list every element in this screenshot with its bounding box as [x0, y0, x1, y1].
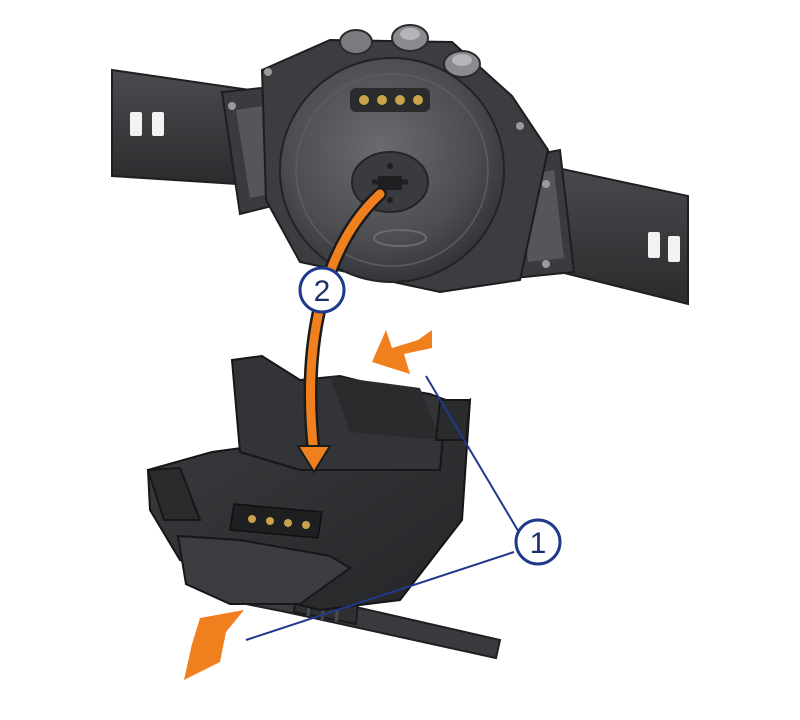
strap-hole [152, 112, 164, 136]
cradle-back-wall [230, 354, 448, 471]
callout-1: 1 [514, 518, 562, 566]
screw [228, 102, 236, 110]
cradle-charging-contacts [229, 503, 323, 539]
screw [516, 122, 524, 130]
press-arrow-top [372, 330, 432, 374]
watch-back-icon [111, 24, 689, 306]
screw [542, 180, 550, 188]
cradle-front-clamp [176, 534, 352, 605]
strap-hole [668, 236, 680, 262]
watch-charging-contacts [350, 88, 430, 112]
cradle-wall-recess [330, 376, 440, 440]
callout-leaders [245, 375, 521, 641]
screw [542, 260, 550, 268]
charging-cradle-icon [146, 354, 502, 660]
engraved-logo [373, 229, 427, 247]
screw [264, 68, 272, 76]
callout-2-label: 2 [314, 275, 331, 308]
cradle-side-tab-left [146, 466, 202, 521]
strap-hole [130, 112, 142, 136]
press-arrow-icon [184, 330, 432, 680]
callout-2: 2 [298, 266, 346, 314]
watch-buttons [339, 24, 481, 78]
strap-hole [648, 232, 660, 258]
case-back-ring [295, 73, 489, 267]
press-arrow-bottom [184, 610, 244, 680]
callout-1-label: 1 [530, 527, 547, 560]
